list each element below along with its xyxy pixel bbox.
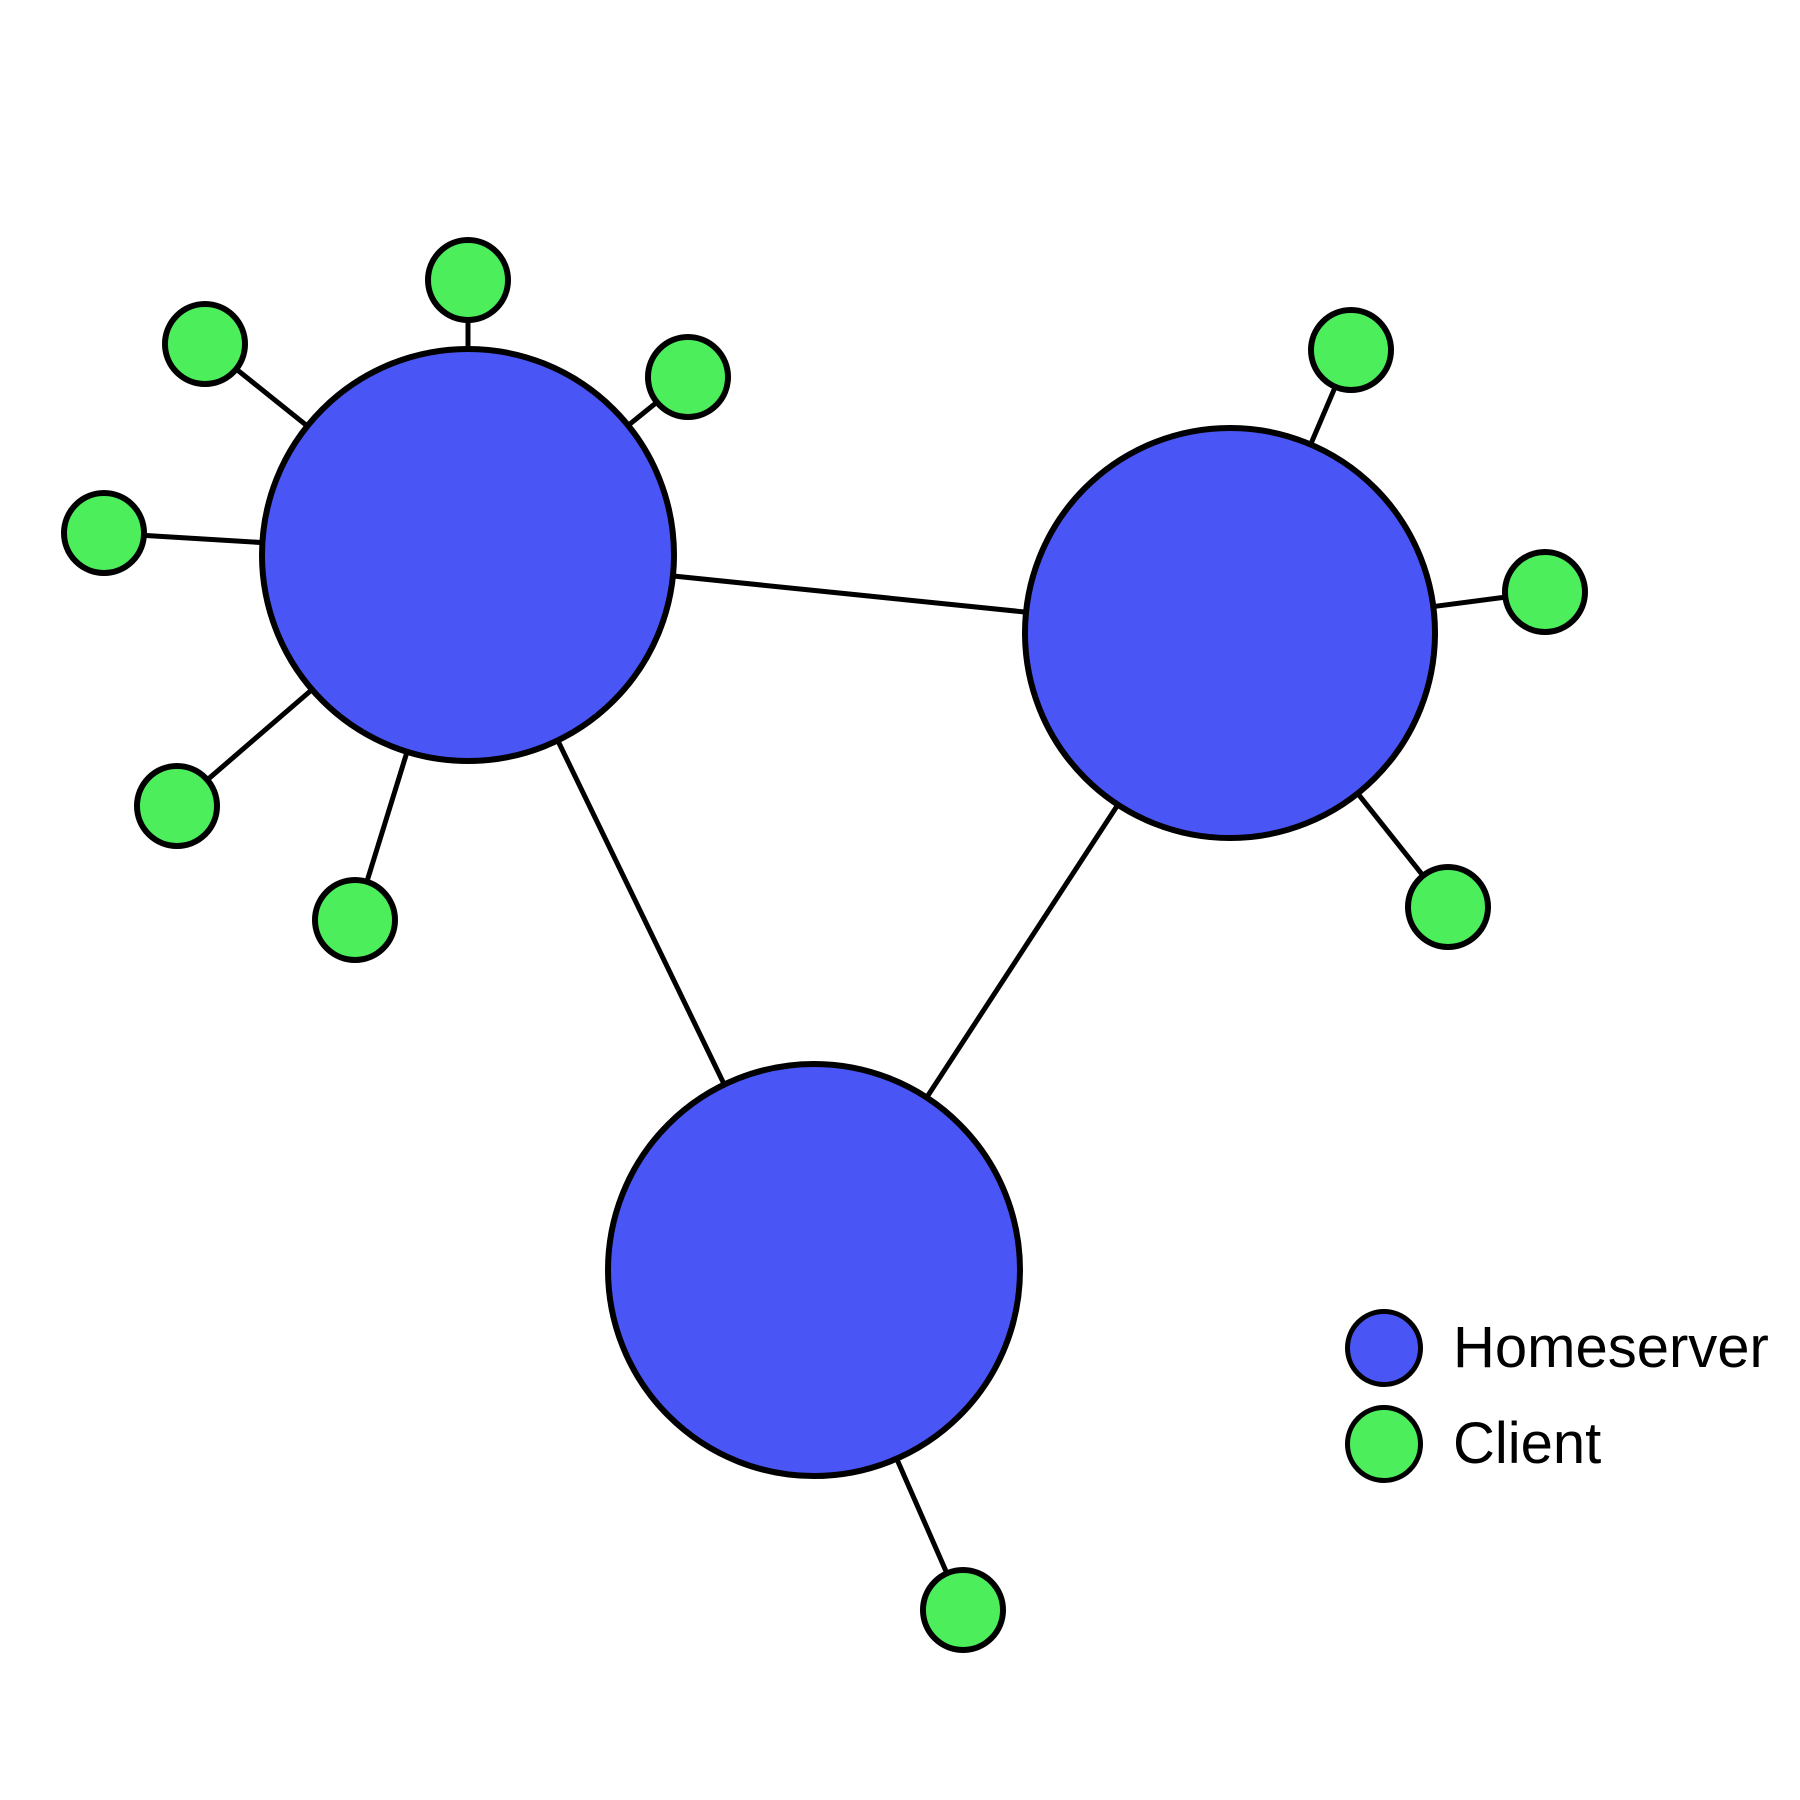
edge-layer: [141, 318, 1508, 1577]
graph-node-c-l1[interactable]: [425, 237, 511, 323]
legend-item-homeserver[interactable]: Homeserver: [1345, 1300, 1775, 1396]
graph-edge-client-server: [363, 749, 411, 885]
graph-edge-client-server: [1307, 383, 1339, 448]
graph-node-c-l3[interactable]: [645, 334, 731, 420]
graph-edge-client-server: [893, 1455, 951, 1577]
graph-node-c-l6[interactable]: [312, 877, 398, 963]
graph-edge-client-server: [233, 365, 311, 430]
client-swatch-icon: [1345, 1405, 1423, 1483]
graph-node-c-l5[interactable]: [134, 763, 220, 849]
graph-node-c-l4[interactable]: [61, 490, 147, 576]
graph-node-hs-left[interactable]: [259, 346, 677, 764]
graph-node-hs-right[interactable]: [1022, 425, 1438, 841]
graph-node-c-r2[interactable]: [1502, 549, 1588, 635]
graph-node-hs-bottom[interactable]: [605, 1061, 1023, 1479]
graph-edge-client-server: [1354, 790, 1427, 879]
legend-label-client: Client: [1453, 1411, 1602, 1476]
graph-edge-federation: [554, 737, 728, 1088]
graph-edge-client-server: [141, 532, 265, 546]
legend-label-homeserver: Homeserver: [1453, 1315, 1769, 1380]
node-layer: [61, 237, 1588, 1653]
graph-node-c-b1[interactable]: [920, 1567, 1006, 1653]
graph-node-c-r3[interactable]: [1405, 864, 1491, 950]
graph-edge-client-server: [204, 686, 316, 784]
legend: Homeserver Client: [1345, 1300, 1775, 1492]
graph-edge-federation: [670, 573, 1029, 615]
legend-item-client[interactable]: Client: [1345, 1396, 1775, 1492]
graph-node-c-l2[interactable]: [162, 301, 248, 387]
graph-edge-federation: [923, 801, 1122, 1101]
homeserver-swatch-icon: [1345, 1309, 1423, 1387]
graph-node-c-r1[interactable]: [1308, 307, 1394, 393]
graph-edge-client-server: [1430, 594, 1508, 610]
graph-edge-client-server: [625, 398, 661, 429]
